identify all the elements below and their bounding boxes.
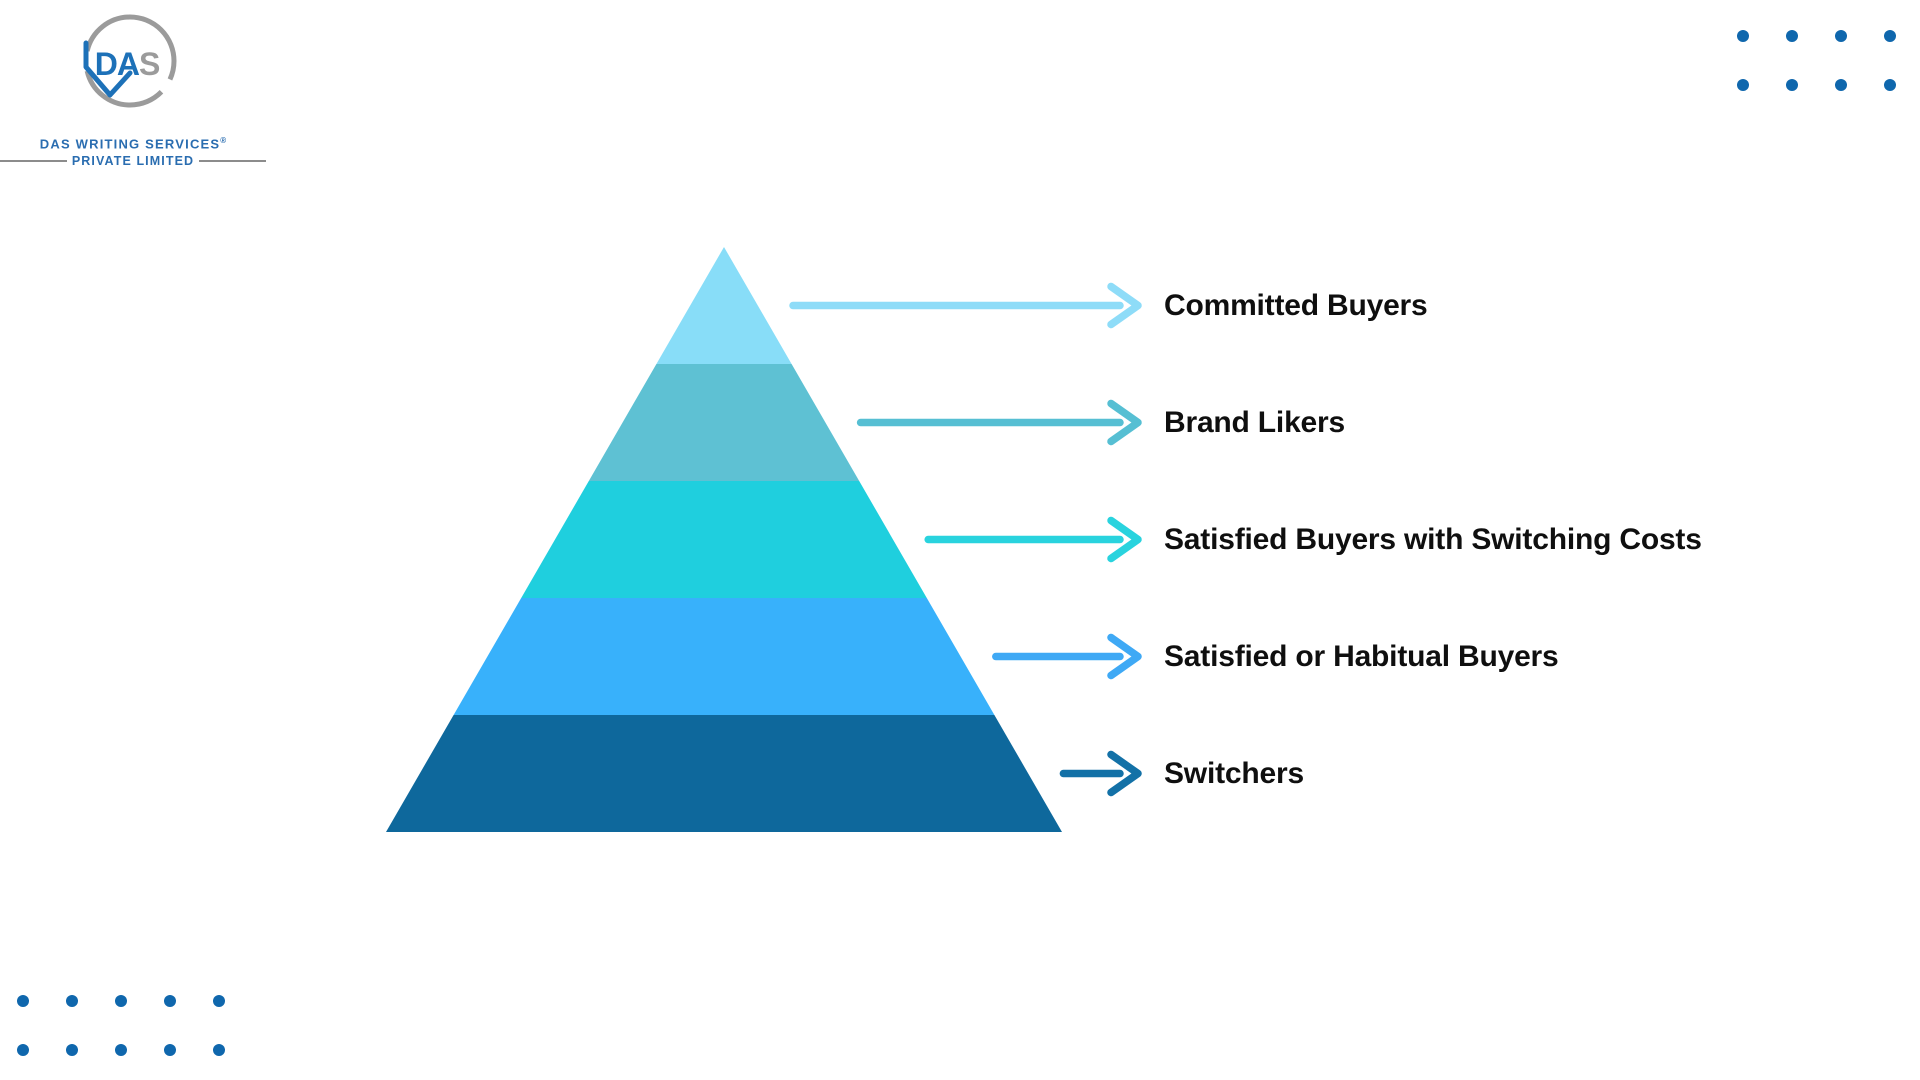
arrow-head-icon-5 xyxy=(1107,750,1142,797)
decorative-dot xyxy=(213,1044,225,1056)
level-label-satisfied-habitual: Satisfied or Habitual Buyers xyxy=(1164,639,1559,673)
registered-mark: ® xyxy=(220,136,227,145)
decorative-dot xyxy=(115,1044,127,1056)
level-label-satisfied-switching-costs: Satisfied Buyers with Switching Costs xyxy=(1164,522,1702,556)
rule-right xyxy=(199,160,267,163)
decorative-dot xyxy=(1737,30,1749,42)
logo-circle xyxy=(83,14,177,108)
logo-shield xyxy=(83,40,133,98)
logo-company-suffix: PRIVATE LIMITED xyxy=(0,154,267,169)
decorative-dot xyxy=(1835,30,1847,42)
level-label-committed-buyers: Committed Buyers xyxy=(1164,288,1428,322)
arrow-head-icon-2 xyxy=(1107,399,1142,446)
decorative-dot xyxy=(17,995,29,1007)
decorative-dot xyxy=(164,1044,176,1056)
level-label-brand-likers: Brand Likers xyxy=(1164,405,1345,439)
logo-monogram: DAS xyxy=(95,46,160,82)
pyramid-level-4 xyxy=(453,598,995,715)
decorative-dot xyxy=(1786,30,1798,42)
pyramid-level-3 xyxy=(521,481,927,598)
decorative-dot xyxy=(1884,30,1896,42)
arrow-head-icon-4 xyxy=(1107,633,1142,680)
decorative-dot xyxy=(66,1044,78,1056)
decorative-dot xyxy=(164,995,176,1007)
arrow-head-icon-1 xyxy=(1107,282,1142,329)
decorative-dots-bottom-left xyxy=(17,995,225,1056)
decorative-dot xyxy=(115,995,127,1007)
decorative-dot xyxy=(1884,79,1896,91)
pyramid-level-5 xyxy=(386,715,1062,832)
decorative-dot xyxy=(17,1044,29,1056)
decorative-dot xyxy=(1835,79,1847,91)
logo-private-limited: PRIVATE LIMITED xyxy=(71,154,195,169)
level-label-switchers: Switchers xyxy=(1164,756,1304,790)
rule-left xyxy=(0,160,67,163)
pyramid-level-1 xyxy=(656,247,792,364)
decorative-dot xyxy=(1737,79,1749,91)
pyramid-level-2 xyxy=(588,364,860,481)
decorative-dots-top-right xyxy=(1737,30,1896,91)
das-logo-mark-icon: DAS xyxy=(83,14,177,108)
decorative-dot xyxy=(66,995,78,1007)
decorative-dot xyxy=(213,995,225,1007)
logo-company-name: DAS WRITING SERVICES® xyxy=(39,136,227,152)
logo-wordmark: DAS WRITING SERVICES® PRIVATE LIMITED xyxy=(0,133,267,169)
arrow-head-icon-3 xyxy=(1107,516,1142,563)
decorative-dot xyxy=(1786,79,1798,91)
